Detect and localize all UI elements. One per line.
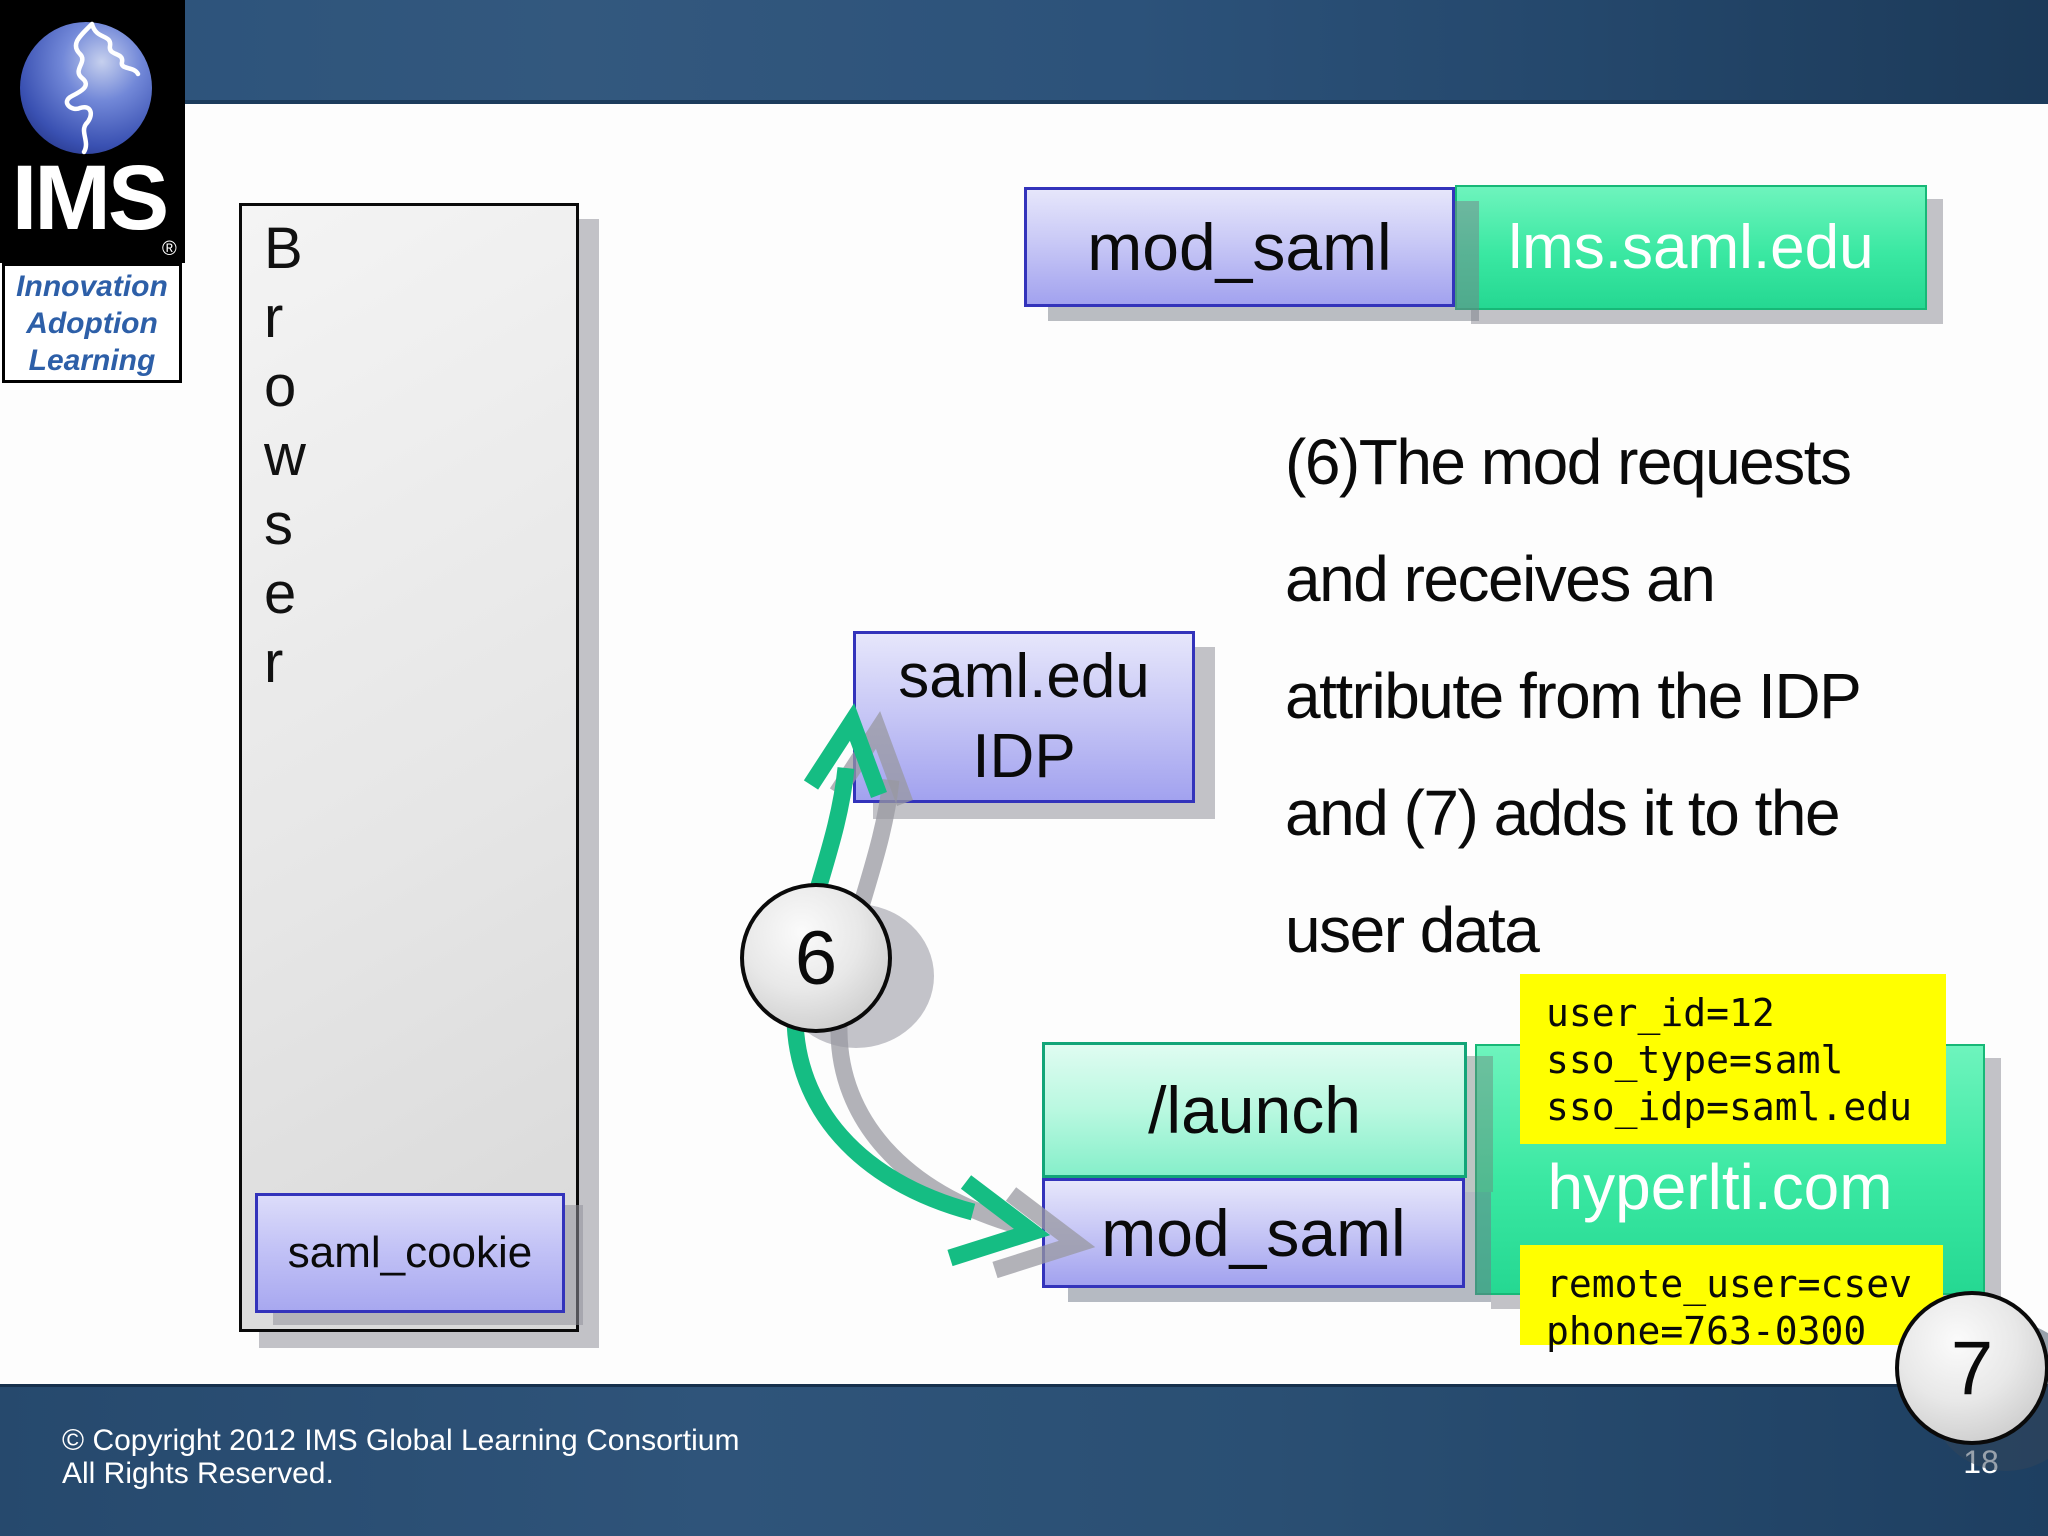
attribute-line: sso_idp=saml.edu [1546, 1085, 1913, 1129]
tagline-adoption: Adoption [26, 306, 158, 340]
ims-logo: IMS ® [0, 0, 185, 263]
browser-letter: s [264, 492, 293, 557]
idp-attributes-callout: user_id=12 sso_type=saml sso_idp=saml.ed… [1520, 974, 1946, 1144]
saml-cookie-box: saml_cookie [255, 1193, 565, 1313]
attribute-line: remote_user=csev [1546, 1262, 1913, 1306]
hyperlti-host-label: hyperlti.com [1547, 1151, 1893, 1223]
flow-arrow-right-head [947, 1175, 1051, 1267]
copyright-line2: All Rights Reserved. [62, 1457, 334, 1490]
browser-letter: r [264, 630, 284, 695]
lms-host-box: lms.saml.edu [1455, 185, 1927, 310]
attribute-line: sso_type=saml [1546, 1038, 1844, 1082]
ims-logo-text: IMS [11, 147, 170, 249]
step6-badge: 6 [740, 883, 892, 1033]
attribute-line: user_id=12 [1546, 991, 1775, 1035]
top-gradient-bar [0, 0, 2048, 104]
browser-letter: r [264, 285, 284, 350]
tagline-innovation: Innovation [16, 269, 168, 303]
note-line: (6)The mod requests [1285, 426, 1852, 498]
mod-saml-box-top: mod_saml [1024, 187, 1455, 307]
copyright-text: © Copyright 2012 IMS Global Learning Con… [62, 1424, 739, 1490]
browser-letter: e [264, 561, 297, 626]
browser-letter: o [264, 354, 297, 419]
browser-letter: B [264, 216, 303, 281]
globe-puzzle-icon [20, 21, 152, 155]
idp-role-line: IDP [972, 722, 1076, 791]
attribute-line: phone=763-0300 [1546, 1309, 1867, 1353]
browser-letter: w [264, 423, 306, 488]
page-number: 18 [1963, 1444, 1999, 1480]
idp-box: saml.edu IDP [853, 631, 1195, 803]
tagline-learning: Learning [28, 343, 156, 377]
user-attributes-callout: remote_user=csev phone=763-0300 [1520, 1245, 1943, 1353]
mod-saml-box-bottom: mod_saml [1042, 1178, 1465, 1288]
ims-tagline: Innovation Adoption Learning [2, 263, 182, 383]
step-note-text: (6)The mod requests and receives an attr… [1285, 404, 2048, 989]
note-line: and (7) adds it to the [1285, 777, 1841, 849]
footer-bar [0, 1384, 2048, 1536]
note-line: attribute from the IDP [1285, 660, 1862, 732]
idp-host-line: saml.edu [898, 642, 1150, 711]
launch-box: /launch [1042, 1042, 1467, 1178]
step7-badge: 7 [1895, 1291, 2048, 1445]
registered-mark: ® [162, 238, 177, 260]
note-line: and receives an [1285, 543, 1716, 615]
browser-panel: B r o w s e r [239, 203, 579, 1332]
browser-vertical-label: B r o w s e r [264, 214, 306, 697]
note-line: user data [1285, 894, 1540, 966]
copyright-line1: © Copyright 2012 IMS Global Learning Con… [62, 1424, 740, 1457]
